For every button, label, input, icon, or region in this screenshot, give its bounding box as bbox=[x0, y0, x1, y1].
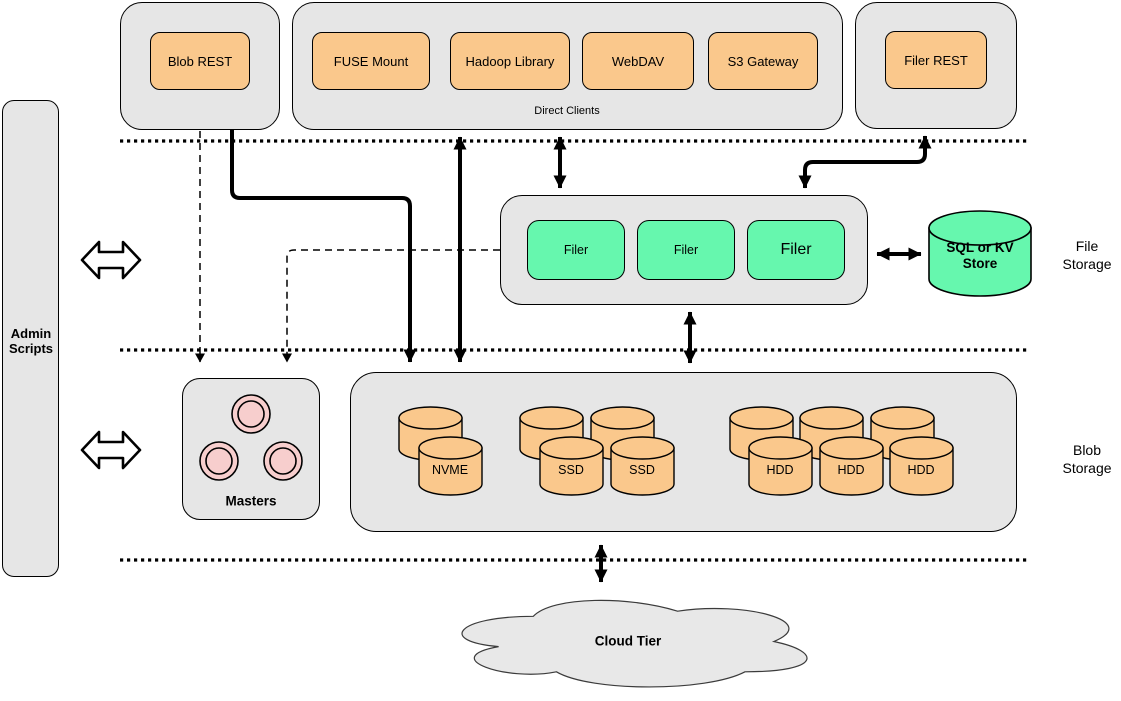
admin-scripts-line2: Scripts bbox=[8, 341, 54, 356]
admin-scripts-line1: Admin bbox=[10, 326, 52, 341]
admin-scripts-box bbox=[2, 100, 59, 577]
master-circle-inner bbox=[205, 447, 233, 475]
cylinder-nvme bbox=[418, 436, 483, 496]
hdd-label-3: HDD bbox=[907, 463, 935, 477]
arrow-blobrest-to-blobstorage bbox=[230, 130, 417, 363]
master-circle-inner bbox=[269, 447, 297, 475]
file-storage-line1: File bbox=[1075, 238, 1099, 254]
node-webdav: WebDAV bbox=[582, 32, 694, 90]
file-storage-line2: Storage bbox=[1062, 256, 1112, 272]
node-s3-gateway: S3 Gateway bbox=[708, 32, 818, 90]
direct-clients-caption: Direct Clients bbox=[534, 105, 600, 117]
volume-cylinders-front bbox=[418, 436, 954, 496]
file-storage-tier-label: File Storage bbox=[1062, 237, 1111, 273]
sql-kv-store-label: SQL or KV Store bbox=[946, 240, 1013, 272]
node-label: WebDAV bbox=[611, 53, 665, 69]
cylinder-hdd-3 bbox=[889, 436, 954, 496]
sql-kv-line2: Store bbox=[962, 256, 998, 271]
hdd-label-1: HDD bbox=[766, 463, 794, 477]
cylinder-hdd-1 bbox=[748, 436, 813, 496]
cloud-tier-label: Cloud Tier bbox=[594, 633, 662, 649]
node-hadoop-library: Hadoop Library bbox=[450, 32, 570, 90]
node-label: Blob REST bbox=[167, 53, 233, 69]
hdd-label-2: HDD bbox=[837, 463, 865, 477]
blob-storage-line2: Storage bbox=[1062, 460, 1112, 476]
sql-kv-line1: SQL or KV bbox=[946, 240, 1014, 255]
cloud-shape bbox=[461, 599, 808, 688]
cylinder-ssd-2 bbox=[610, 436, 675, 496]
node-filer-2: Filer bbox=[637, 220, 735, 280]
admin-scripts-label: Admin Scripts bbox=[9, 326, 53, 356]
masters-label: Masters bbox=[225, 493, 277, 509]
node-label: Filer bbox=[673, 243, 699, 257]
ssd-label-2: SSD bbox=[629, 463, 655, 477]
master-circle-inner bbox=[237, 400, 265, 428]
nvme-label: NVME bbox=[431, 463, 469, 477]
sql-kv-store-cylinder bbox=[928, 210, 1032, 297]
node-label: Filer bbox=[563, 243, 589, 257]
node-fuse-mount: FUSE Mount bbox=[312, 32, 430, 90]
admin-double-arrow-file-tier bbox=[80, 240, 142, 280]
node-blob-rest: Blob REST bbox=[150, 32, 250, 90]
cylinder-hdd-2 bbox=[819, 436, 884, 496]
node-filer-3: Filer bbox=[747, 220, 845, 280]
blob-storage-tier-label: Blob Storage bbox=[1062, 441, 1111, 477]
node-filer-rest: Filer REST bbox=[885, 31, 987, 89]
cylinder-ssd-1 bbox=[539, 436, 604, 496]
node-label: Hadoop Library bbox=[465, 53, 555, 69]
blob-storage-line1: Blob bbox=[1072, 442, 1102, 458]
node-label: FUSE Mount bbox=[333, 53, 409, 69]
master-nodes bbox=[199, 394, 303, 481]
node-label: Filer bbox=[780, 241, 812, 258]
admin-double-arrow-blob-tier bbox=[80, 430, 142, 470]
dashed-arrow-filers-to-masters bbox=[282, 249, 500, 363]
node-filer-1: Filer bbox=[527, 220, 625, 280]
arrow-filerrest-filers bbox=[798, 135, 932, 189]
ssd-label-1: SSD bbox=[558, 463, 584, 477]
node-label: S3 Gateway bbox=[727, 53, 799, 69]
node-label: Filer REST bbox=[904, 52, 968, 68]
